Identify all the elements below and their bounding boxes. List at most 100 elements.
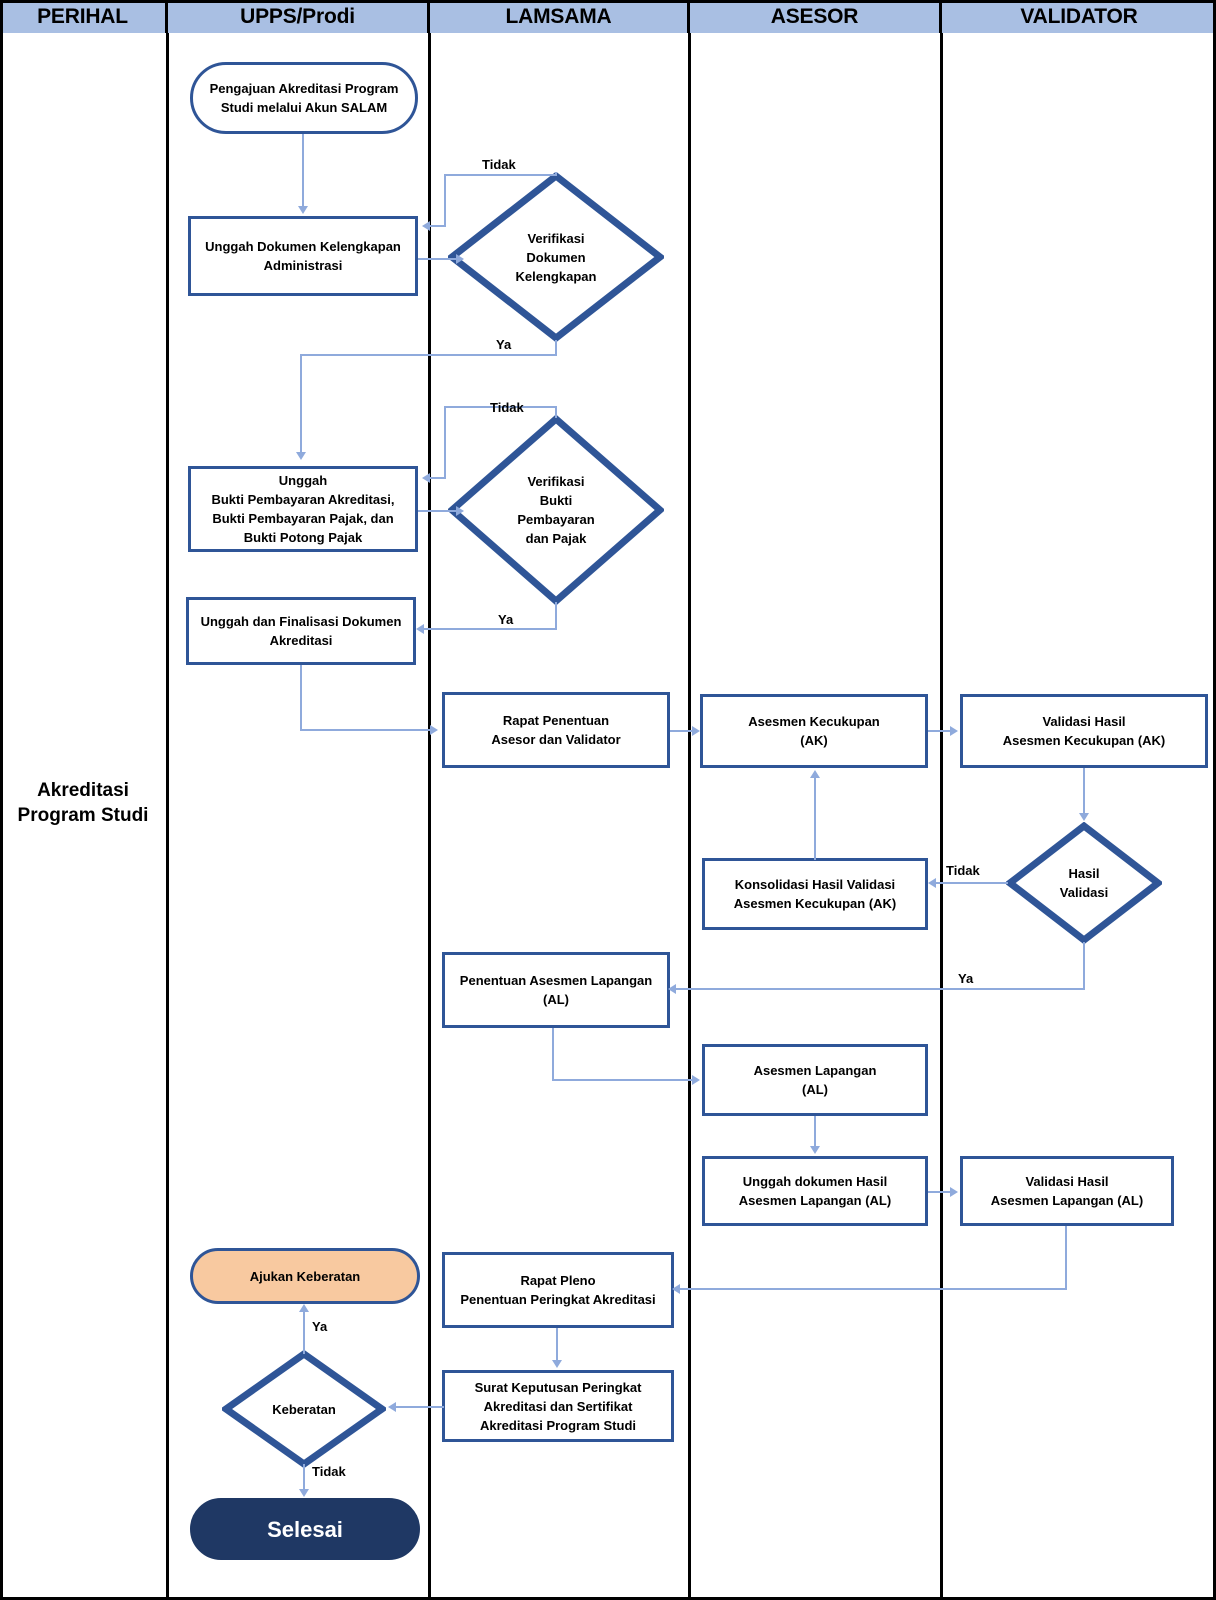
node-selesai[interactable]: Selesai — [190, 1498, 420, 1560]
node-asesmen-lapangan-label: Asesmen Lapangan (AL) — [754, 1061, 877, 1099]
node-asesmen-lapangan[interactable]: Asesmen Lapangan (AL) — [702, 1044, 928, 1116]
node-ajukan-keberatan[interactable]: Ajukan Keberatan — [190, 1248, 420, 1304]
verif-bukti-line2: Bukti — [539, 493, 573, 508]
perihal-title-line1: Akreditasi — [37, 780, 129, 801]
arrowhead-left — [928, 878, 936, 888]
node-validasi-asesmen-lapangan[interactable]: Validasi Hasil Asesmen Lapangan (AL) — [960, 1156, 1174, 1226]
node-verifikasi-bukti-pembayaran-label: Verifikasi Bukti Pembayaran dan Pajak — [448, 415, 664, 605]
edge-label-verif-bukti-ya: Ya — [498, 612, 514, 627]
connector-unggah-admin-to-verif-dokumen — [418, 258, 460, 260]
node-rapat-pleno[interactable]: Rapat Pleno Penentuan Peringkat Akredita… — [442, 1252, 674, 1328]
node-verifikasi-bukti-pembayaran[interactable]: Verifikasi Bukti Pembayaran dan Pajak — [448, 415, 664, 605]
node-rapat-penentuan-asesor-label: Rapat Penentuan Asesor dan Validator — [491, 711, 620, 749]
edge-label-keberatan-ya: Ya — [312, 1319, 328, 1334]
node-keberatan[interactable]: Keberatan — [222, 1350, 386, 1468]
validasi-al-line2: Asesmen Lapangan (AL) — [990, 1193, 1144, 1208]
connector-keberatan-ya-up — [303, 1312, 305, 1354]
penentuan-al-line2: (AL) — [543, 992, 569, 1007]
node-penentuan-asesmen-lapangan[interactable]: Penentuan Asesmen Lapangan (AL) — [442, 952, 670, 1028]
arrowhead-right — [692, 1075, 700, 1085]
arrowhead-right — [430, 725, 438, 735]
asesmen-ak-line2: (AK) — [800, 733, 828, 748]
node-unggah-bukti-pembayaran[interactable]: Unggah Bukti Pembayaran Akreditasi, Bukt… — [188, 466, 418, 552]
lane-header-asesor: ASESOR — [690, 0, 942, 33]
unggah-al-line2: Asesmen Lapangan (AL) — [738, 1193, 892, 1208]
rapat-pleno-line2: Penentuan Peringkat Akreditasi — [460, 1292, 656, 1307]
connector-verif-bukti-tidak-stub — [555, 406, 557, 418]
connector-verif-dokumen-tidak-down — [444, 174, 446, 226]
surat-keputusan-line2: Akreditasi dan Sertifikat — [483, 1398, 633, 1414]
connector-verif-dokumen-ya-down2 — [300, 354, 302, 454]
connector-asesmen-ak-to-validasi-ak — [928, 730, 954, 732]
edge-label-hasil-validasi-tidak: Tidak — [946, 863, 980, 878]
arrowhead-left — [672, 1284, 680, 1294]
lane-header-validator: VALIDATOR — [942, 0, 1216, 33]
edge-label-verif-bukti-tidak: Tidak — [490, 400, 524, 415]
connector-unggah-final-right — [300, 729, 434, 731]
connector-konsolidasi-to-asesmen-ak — [814, 778, 816, 860]
node-verifikasi-dokumen-kelengkapan[interactable]: Verifikasi Dokumen Kelengkapan — [448, 172, 664, 342]
arrowhead-right — [456, 254, 464, 264]
node-unggah-dokumen-administrasi[interactable]: Unggah Dokumen Kelengkapan Administrasi — [188, 216, 418, 296]
lane-header-perihal: PERIHAL — [0, 0, 168, 33]
lane-divider-2 — [428, 33, 431, 1600]
arrowhead-down — [1079, 813, 1089, 821]
node-pengajuan-akreditasi-label: Pengajuan Akreditasi Program Studi melal… — [209, 81, 399, 115]
diamond-shape-icon — [1006, 822, 1162, 944]
node-rapat-penentuan-asesor[interactable]: Rapat Penentuan Asesor dan Validator — [442, 692, 670, 768]
asesmen-ak-line1: Asesmen Kecukupan — [748, 714, 880, 729]
arrowhead-down — [298, 206, 308, 214]
lane-divider-1 — [166, 33, 169, 1600]
lane-header-upps: UPPS/Prodi — [168, 0, 430, 33]
verif-dokumen-line1: Verifikasi — [527, 230, 585, 246]
surat-keputusan-line3: Akreditasi Program Studi — [479, 1417, 637, 1433]
unggah-bukti-line1: Unggah — [278, 473, 328, 488]
connector-validasi-al-left — [680, 1288, 1067, 1290]
diamond-shape-icon — [448, 172, 664, 342]
arrowhead-left — [422, 221, 430, 231]
arrowhead-right — [456, 506, 464, 516]
arrowhead-down — [552, 1360, 562, 1368]
edge-label-verif-dokumen-ya: Ya — [496, 337, 512, 352]
node-asesmen-kecukupan[interactable]: Asesmen Kecukupan (AK) — [700, 694, 928, 768]
node-hasil-validasi[interactable]: Hasil Validasi — [1006, 822, 1162, 944]
lane-divider-4 — [940, 33, 943, 1600]
connector-asesmen-al-to-unggah-al — [814, 1116, 816, 1148]
arrowhead-down — [296, 452, 306, 460]
connector-penentuan-al-right — [552, 1079, 694, 1081]
node-konsolidasi-hasil-validasi[interactable]: Konsolidasi Hasil Validasi Asesmen Kecuk… — [702, 858, 928, 930]
rapat-pleno-line1: Rapat Pleno — [520, 1273, 596, 1288]
asesmen-al-line2: (AL) — [801, 1082, 828, 1097]
node-unggah-finalisasi-dokumen[interactable]: Unggah dan Finalisasi Dokumen Akreditasi — [186, 597, 416, 665]
connector-surat-keputusan-to-keberatan — [396, 1406, 444, 1408]
node-ajukan-keberatan-label: Ajukan Keberatan — [249, 1268, 361, 1284]
validasi-al-line1: Validasi Hasil — [1025, 1174, 1109, 1189]
arrowhead-left — [388, 1402, 396, 1412]
connector-verif-dokumen-tidak-left — [430, 225, 446, 227]
edge-label-keberatan-tidak: Tidak — [312, 1464, 346, 1479]
connector-verif-dokumen-ya-left — [300, 354, 557, 356]
node-unggah-bukti-pembayaran-label: Unggah Bukti Pembayaran Akreditasi, Bukt… — [211, 471, 394, 547]
rapat-penentuan-line2: Asesor dan Validator — [491, 732, 621, 747]
node-selesai-label: Selesai — [267, 1516, 343, 1542]
edge-label-hasil-validasi-ya: Ya — [958, 971, 974, 986]
node-surat-keputusan-peringkat[interactable]: Surat Keputusan Peringkat Akreditasi dan… — [442, 1370, 674, 1442]
verif-bukti-line1: Verifikasi — [527, 474, 585, 489]
node-surat-keputusan-peringkat-label: Surat Keputusan Peringkat Akreditasi dan… — [475, 1378, 642, 1435]
arrowhead-up — [299, 1304, 309, 1312]
node-unggah-dokumen-asesmen-lapangan-label: Unggah dokumen Hasil Asesmen Lapangan (A… — [739, 1172, 891, 1210]
node-validasi-asesmen-kecukupan[interactable]: Validasi Hasil Asesmen Kecukupan (AK) — [960, 694, 1208, 768]
node-unggah-dokumen-asesmen-lapangan[interactable]: Unggah dokumen Hasil Asesmen Lapangan (A… — [702, 1156, 928, 1226]
connector-penentuan-al-down — [552, 1028, 554, 1080]
connector-verif-bukti-tidak-down — [444, 406, 446, 478]
connector-verif-bukti-ya-down — [555, 602, 557, 629]
node-validasi-asesmen-kecukupan-label: Validasi Hasil Asesmen Kecukupan (AK) — [1003, 712, 1166, 750]
connector-verif-dokumen-ya-down — [555, 340, 557, 355]
connector-hasil-validasi-ya-left — [676, 988, 1085, 990]
node-pengajuan-akreditasi[interactable]: Pengajuan Akreditasi Program Studi melal… — [190, 62, 418, 134]
perihal-title: Akreditasi Program Studi — [0, 778, 166, 828]
connector-hasil-validasi-tidak — [936, 882, 1008, 884]
connector-hasil-validasi-ya-down — [1083, 942, 1085, 989]
node-hasil-validasi-label: Hasil Validasi — [1006, 822, 1162, 944]
